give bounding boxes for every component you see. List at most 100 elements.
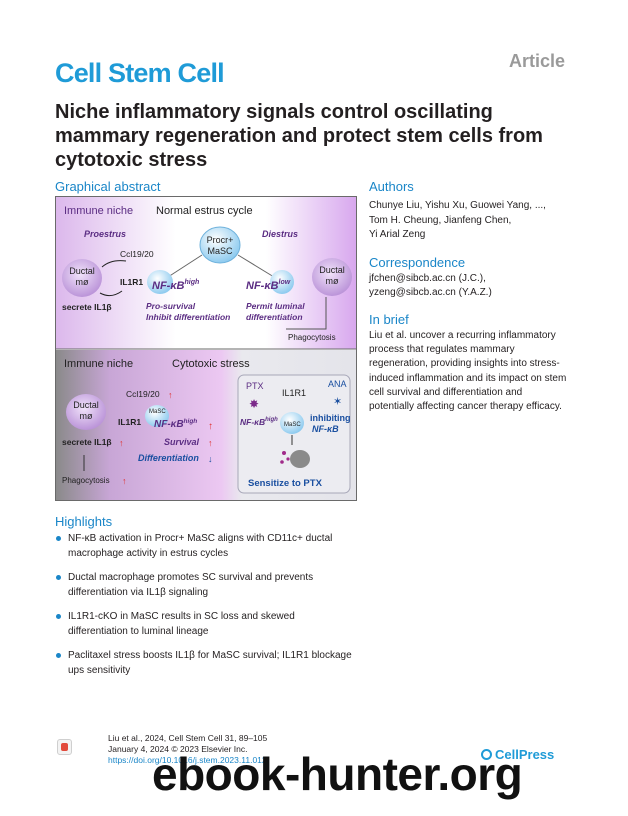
in-brief-heading: In brief bbox=[369, 312, 409, 327]
ccl-arrow-top bbox=[101, 260, 127, 268]
bullet-icon bbox=[56, 614, 61, 619]
masc-label-bottom: MaSC bbox=[149, 409, 166, 415]
ptx-label: PTX bbox=[246, 381, 264, 391]
journal-name: Cell Stem Cell bbox=[55, 58, 225, 88]
nfkb-up-arrow: ↑ bbox=[208, 421, 213, 432]
differentiation-down-arrow: ↓ bbox=[208, 454, 213, 464]
nfkb-high-label-bottom: NF-κBhigh bbox=[154, 418, 197, 430]
nfkb-label: NF-κB bbox=[152, 280, 185, 292]
high-superscript-bottom: high bbox=[184, 418, 198, 425]
high-superscript: high bbox=[185, 279, 200, 286]
differentiation-label: Differentiation bbox=[138, 453, 199, 463]
phagocytosis-line-top bbox=[286, 297, 327, 330]
phagocytosis-label-bottom: Phagocytosis bbox=[62, 476, 110, 485]
masc-nfkb-high-cell bbox=[147, 270, 173, 294]
top-panel-bg bbox=[56, 197, 356, 349]
bottom-immune-niche-label: Immune niche bbox=[64, 358, 133, 370]
highlight-item: Paclitaxel stress boosts IL1β for MaSC s… bbox=[55, 649, 355, 678]
procr-label: Procr+ bbox=[207, 235, 234, 245]
high-superscript-right: high bbox=[265, 417, 278, 423]
mo-label-top-right: mø bbox=[326, 276, 339, 286]
cellpress-logo-icon bbox=[481, 749, 492, 760]
nfkb-label-right-panel: NF-κB bbox=[240, 417, 265, 427]
correspondence-email-link[interactable]: jfchen@sibcb.ac.cn (J.C.), bbox=[369, 273, 486, 284]
ductal-label-bottom: Ductal bbox=[73, 400, 99, 410]
top-cycle-label: Normal estrus cycle bbox=[156, 205, 253, 217]
ptx-subpanel bbox=[237, 374, 351, 494]
article-title: Niche inflammatory signals control oscil… bbox=[55, 101, 543, 171]
il1b-up-arrow: ↑ bbox=[119, 438, 124, 448]
highlight-text: NF-κB activation in Procr+ MaSC aligns w… bbox=[68, 533, 333, 559]
highlight-text: Paclitaxel stress boosts IL1β for MaSC s… bbox=[68, 650, 352, 676]
nfkb-low-label-top: NF-κBlow bbox=[246, 279, 291, 292]
authors-heading: Authors bbox=[369, 179, 414, 194]
inhibit-diff-label: Inhibit differentiation bbox=[146, 312, 230, 322]
date-line: January 4, 2024 © 2023 Elsevier Inc. bbox=[108, 744, 248, 754]
ana-star-icon: ✶ bbox=[333, 396, 342, 408]
cycle-line-left bbox=[167, 254, 203, 278]
dying-cell bbox=[290, 450, 310, 468]
masc-label-right: MaSC bbox=[284, 422, 301, 428]
author-line: Tom H. Cheung, Jianfeng Chen, bbox=[369, 214, 512, 226]
masc-nfkb-low-cell bbox=[270, 270, 294, 294]
highlight-item: NF-κB activation in Procr+ MaSC aligns w… bbox=[55, 532, 355, 561]
ductal-label-top-right: Ductal bbox=[319, 265, 345, 275]
survival-up-arrow: ↑ bbox=[208, 438, 213, 448]
nfkb-high-label-top: NF-κBhigh bbox=[152, 279, 199, 292]
ccl-label-top: Ccl19/20 bbox=[120, 249, 154, 259]
bottom-stress-label: Cytotoxic stress bbox=[172, 358, 250, 370]
bullet-icon bbox=[56, 536, 61, 541]
ductal-macrophage-right bbox=[312, 258, 352, 296]
graphical-abstract-figure: Immune niche Normal estrus cycle Proestr… bbox=[55, 196, 357, 501]
watermark-text: ebook-hunter.org bbox=[152, 748, 523, 800]
ccl-label-bottom: Ccl19/20 bbox=[126, 389, 160, 399]
survival-label: Survival bbox=[164, 437, 200, 447]
low-superscript: low bbox=[279, 279, 291, 286]
graphical-abstract-heading: Graphical abstract bbox=[55, 179, 161, 194]
doi-link[interactable]: https://doi.org/10.1016/j.stem.2023.11.0… bbox=[108, 755, 267, 765]
diestrus-label: Diestrus bbox=[262, 229, 298, 239]
il1b-arrow-top bbox=[99, 290, 123, 297]
citation-line: Liu et al., 2024, Cell Stem Cell 31, 89–… bbox=[108, 733, 268, 743]
prosurvival-label: Pro-survival bbox=[146, 301, 196, 311]
ductal-label-top-left: Ductal bbox=[69, 266, 95, 276]
ccl-up-arrow: ↑ bbox=[168, 390, 173, 400]
graphical-abstract-svg: Immune niche Normal estrus cycle Proestr… bbox=[56, 197, 356, 500]
author-line: Chunye Liu, Yishu Xu, Guowei Yang, ..., bbox=[369, 200, 546, 211]
inhibiting-label-l1: inhibiting bbox=[310, 413, 351, 423]
phagocytosis-label-top: Phagocytosis bbox=[288, 333, 336, 342]
masc-cell-right bbox=[280, 412, 304, 434]
article-type-label: Article bbox=[508, 51, 565, 71]
ptx-star-icon: ✸ bbox=[249, 397, 259, 411]
permit-label-l1: Permit luminal bbox=[246, 301, 305, 311]
highlights-heading: Highlights bbox=[55, 514, 113, 529]
il1r1-label-right: IL1R1 bbox=[282, 388, 306, 398]
highlight-item: Ductal macrophage promotes SC survival a… bbox=[55, 571, 355, 600]
author-line: Yi Arial Zeng bbox=[369, 229, 426, 240]
masc-label: MaSC bbox=[207, 246, 233, 256]
fragment-1 bbox=[282, 451, 286, 455]
check-badge-mark bbox=[61, 743, 68, 751]
bullet-icon bbox=[56, 653, 61, 658]
correspondence-email-link[interactable]: yzeng@sibcb.ac.cn (Y.A.Z.) bbox=[369, 287, 492, 298]
secrete-il1b-bottom: secrete IL1β bbox=[62, 437, 112, 447]
cellpress-text: CellPress bbox=[495, 747, 555, 762]
il1r1-label-top: IL1R1 bbox=[120, 277, 143, 287]
secrete-il1b-top: secrete IL1β bbox=[62, 302, 112, 312]
correspondence-block: jfchen@sibcb.ac.cn (J.C.), yzeng@sibcb.a… bbox=[369, 272, 569, 300]
nfkb-label-bottom: NF-κB bbox=[154, 419, 184, 430]
nfkb-high-label-right: NF-κBhigh bbox=[240, 417, 278, 427]
highlight-text: IL1R1-cKO in MaSC results in SC loss and… bbox=[68, 611, 295, 637]
cycle-line-right bbox=[237, 254, 275, 278]
procr-masc-cell bbox=[199, 226, 241, 264]
authors-list: Chunye Liu, Yishu Xu, Guowei Yang, ..., … bbox=[369, 199, 569, 243]
fragment-3 bbox=[280, 460, 284, 464]
sensitize-label: Sensitize to PTX bbox=[248, 478, 323, 489]
ductal-macrophage-left bbox=[62, 259, 102, 297]
check-for-updates-icon[interactable] bbox=[57, 739, 72, 755]
ductal-macrophage-bottom bbox=[66, 394, 106, 430]
masc-cell-bottom bbox=[145, 405, 169, 427]
highlight-text: Ductal macrophage promotes SC survival a… bbox=[68, 572, 314, 598]
ana-label: ANA bbox=[328, 379, 347, 389]
inhibiting-label-l2: NF-κB bbox=[312, 424, 339, 434]
